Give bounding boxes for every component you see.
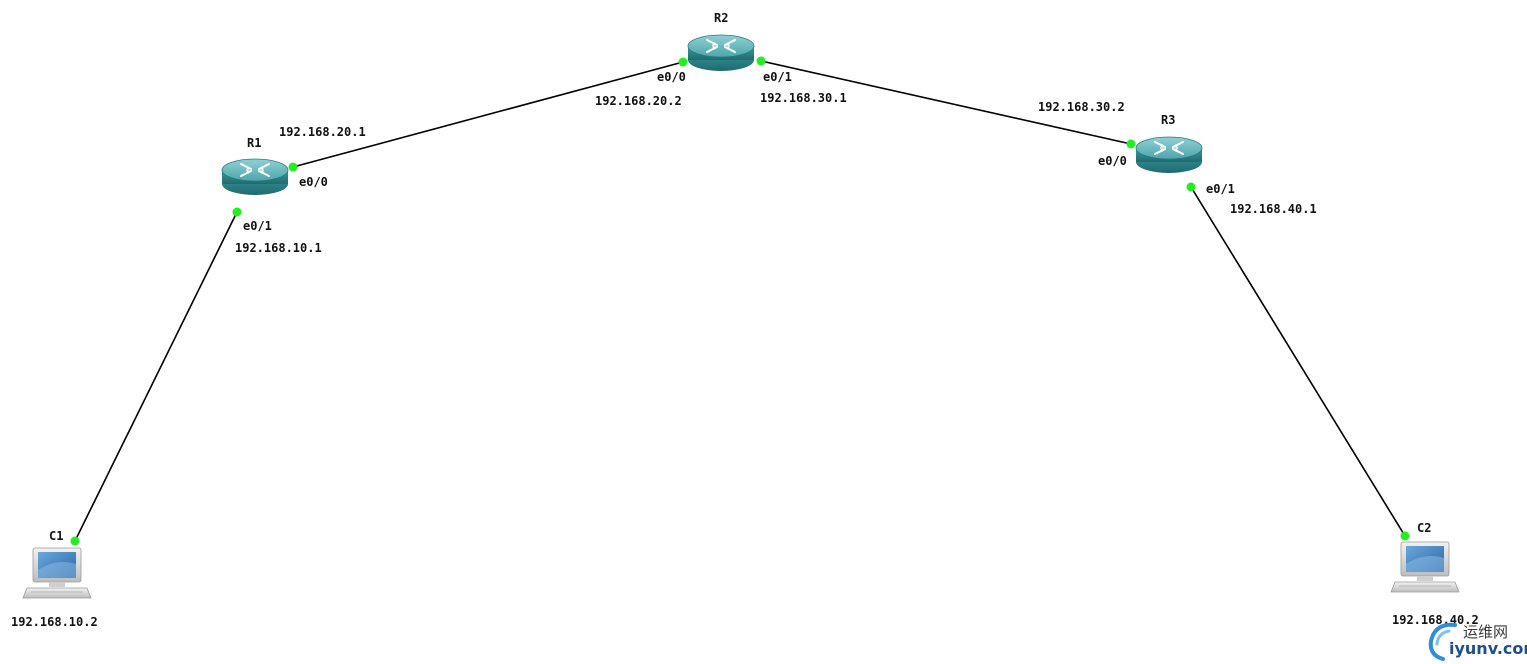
watermark: 运维网 iyunv.com	[1425, 617, 1527, 664]
port-r3-e01-dot[interactable]	[1186, 182, 1196, 192]
links	[74, 60, 1406, 542]
port-c1-dot[interactable]	[70, 536, 80, 546]
router-r3[interactable]	[1135, 136, 1203, 174]
router-r1[interactable]	[221, 158, 289, 196]
router-icon	[1135, 136, 1203, 174]
port-label-r2-e00: e0/0	[657, 70, 686, 84]
pc-icon	[1390, 541, 1460, 593]
ip-label-r2-e00: 192.168.20.2	[595, 94, 682, 108]
port-r1-e01-dot[interactable]	[232, 207, 242, 217]
port-indicators	[70, 56, 1410, 546]
port-r3-e00-dot[interactable]	[1126, 139, 1136, 149]
port-label-r1-e01: e0/1	[243, 219, 272, 233]
router-icon	[221, 158, 289, 196]
pc-icon	[22, 547, 92, 599]
device-name-c2: C2	[1417, 521, 1432, 535]
ip-label-c1: 192.168.10.2	[11, 615, 98, 629]
router-icon	[687, 34, 755, 72]
ip-label-c2: 192.168.40.2	[1392, 613, 1479, 627]
watermark-en-text: iyunv.com	[1447, 639, 1527, 658]
port-r2-e01-dot[interactable]	[756, 56, 766, 66]
ip-label-r3-e00: 192.168.30.2	[1038, 100, 1125, 114]
port-label-r2-e01: e0/1	[763, 70, 792, 84]
port-c2-dot[interactable]	[1400, 531, 1410, 541]
port-r2-e00-dot[interactable]	[678, 57, 688, 67]
pc-c1[interactable]	[22, 547, 92, 599]
watermark-swirl-icon	[1428, 622, 1457, 661]
ip-label-r2-e01: 192.168.30.1	[760, 91, 847, 105]
device-name-c1: C1	[49, 529, 64, 543]
link-r1-c1[interactable]	[74, 211, 238, 542]
device-name-r3: R3	[1161, 113, 1176, 127]
port-label-r3-e01: e0/1	[1206, 182, 1235, 196]
port-label-r1-e00: e0/0	[299, 175, 328, 189]
device-name-r1: R1	[247, 136, 262, 150]
ip-label-r1-e00: 192.168.20.1	[279, 125, 366, 139]
link-r2-r3[interactable]	[760, 60, 1132, 145]
ip-label-r3-e01: 192.168.40.1	[1230, 202, 1317, 216]
device-name-r2: R2	[714, 11, 729, 25]
router-r2[interactable]	[687, 34, 755, 72]
watermark-cn-text: 运维网	[1463, 623, 1509, 641]
link-r1-r2[interactable]	[292, 61, 684, 168]
link-r3-c2[interactable]	[1190, 186, 1406, 537]
port-label-r3-e00: e0/0	[1098, 154, 1127, 168]
pc-c2[interactable]	[1390, 541, 1460, 593]
port-r1-e00-dot[interactable]	[288, 162, 298, 172]
ip-label-r1-e01: 192.168.10.1	[235, 241, 322, 255]
